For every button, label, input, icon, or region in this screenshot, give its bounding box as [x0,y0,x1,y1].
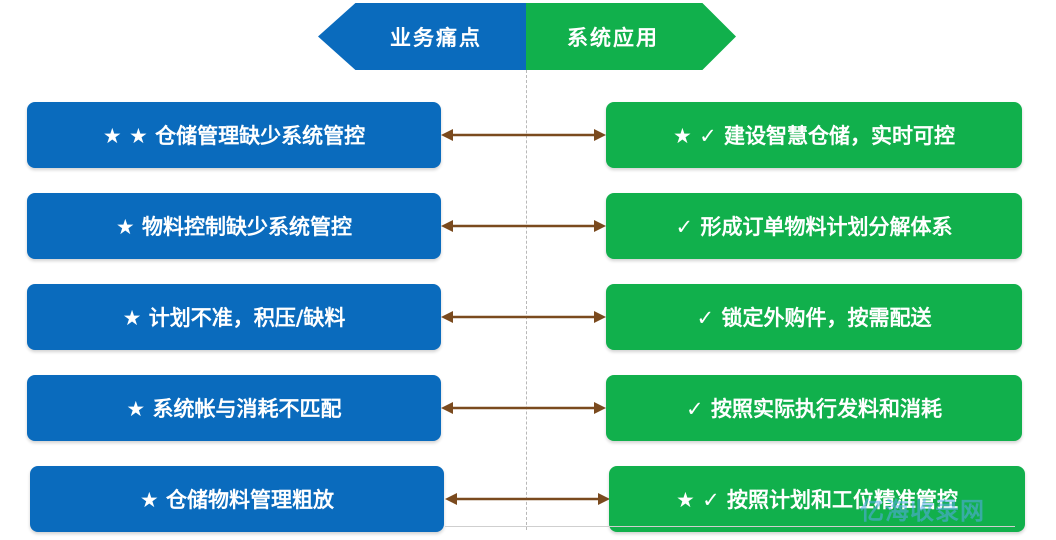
pain-box-1: ★ ★ 仓储管理缺少系统管控 [27,102,441,168]
pain-box-5: ★ 仓储物料管理粗放 [30,466,444,532]
pain-box-2: ★ 物料控制缺少系统管控 [27,193,441,259]
pain-box-3: ★ 计划不准，积压/缺料 [27,284,441,350]
solution-box-2: ✓ 形成订单物料计划分解体系 [606,193,1022,259]
solution-box-4: ✓ 按照实际执行发料和消耗 [606,375,1022,441]
double-arrow-1 [441,129,606,141]
header: 业务痛点 系统应用 [318,3,736,70]
double-arrow-3 [441,311,606,323]
solution-box-5: ★ ✓ 按照计划和工位精准管控 [609,466,1025,532]
pain-points-header: 业务痛点 [318,3,526,70]
double-arrow-4 [441,402,606,414]
bottom-rule [445,526,1015,527]
system-application-header: 系统应用 [526,3,736,70]
solution-box-1: ★ ✓ 建设智慧仓储，实时可控 [606,102,1022,168]
solution-box-3: ✓ 锁定外购件，按需配送 [606,284,1022,350]
double-arrow-5 [445,493,610,505]
watermark-text: 亿海收录网 [860,497,985,525]
double-arrow-2 [441,220,606,232]
pain-box-4: ★ 系统帐与消耗不匹配 [27,375,441,441]
center-divider [526,70,527,530]
